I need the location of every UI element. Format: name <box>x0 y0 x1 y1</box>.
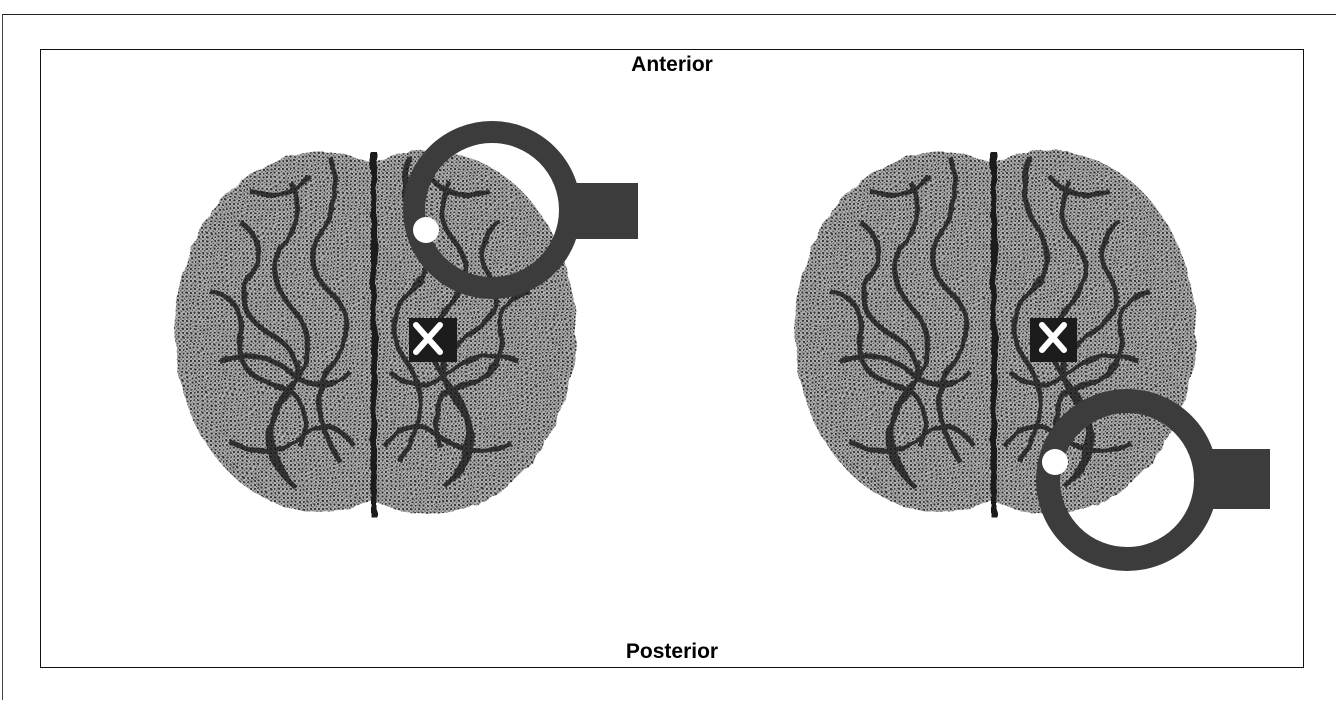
right-x-mark-icon <box>1030 318 1077 362</box>
right-contact-dot <box>1042 449 1068 475</box>
left-brain-image <box>175 150 576 517</box>
left-brain-panel <box>175 132 638 517</box>
right-brain-image <box>795 150 1196 517</box>
left-x-mark-icon <box>409 318 457 362</box>
right-brain-panel <box>795 150 1270 559</box>
left-contact-dot <box>413 217 439 243</box>
